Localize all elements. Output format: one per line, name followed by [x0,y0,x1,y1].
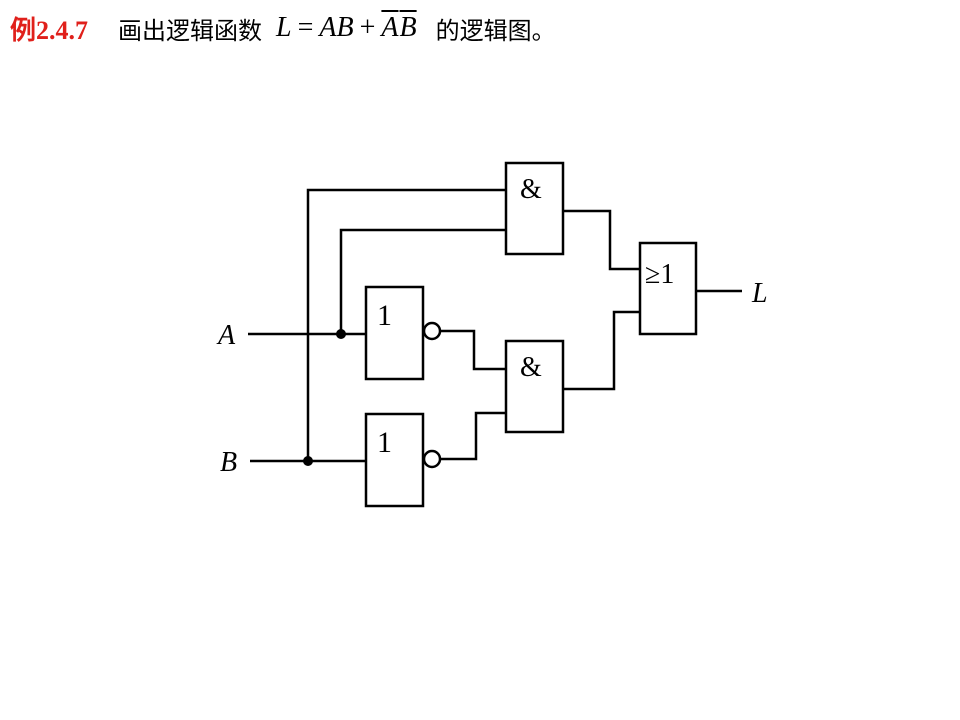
or-gate-symbol: ≥1 [645,259,674,290]
and-gate-top [504,161,565,256]
wire-b-to-and-top [306,188,506,461]
input-b-label: B [220,447,237,478]
not-gate-a-symbol: 1 [377,299,392,332]
not-b-bubble [422,449,442,469]
wire-not-b-to-and-bottom [440,411,506,461]
instruction-text: 画出逻辑函数 [118,16,263,45]
example-label: 例2.4.7 [10,15,89,45]
junction-a [336,329,346,339]
not-gate-b-symbol: 1 [377,426,392,459]
suffix-text: 的逻辑图。 [435,16,556,45]
formula-output: L [276,12,292,43]
formula-term1: AB [319,12,354,43]
not-a-bubble [422,321,442,341]
formula-equals: = [297,12,314,43]
header: 例2.4.7 画出逻辑函数 L = AB + A B 的逻辑图。 [10,8,556,48]
and-gate-top-symbol: & [520,174,542,205]
output-l-label: L [751,278,768,309]
wire-and-bottom-to-or [563,310,640,391]
formula-plus: + [359,12,376,43]
wire-not-a-to-and-bottom [440,329,506,371]
formula-term2-b-negated: B [399,12,417,43]
formula-term2-a-negated: A [381,12,399,43]
input-a-label: A [216,320,236,351]
not-gate-b [364,412,425,508]
wire-a-to-and-top [339,228,506,334]
or-gate [638,241,698,336]
and-gate-bottom-symbol: & [520,352,542,383]
wire-and-top-to-or [563,209,640,271]
not-gate-a [364,285,425,381]
junction-b [303,456,313,466]
formula: L = AB + A B [276,12,418,44]
and-gate-bottom [504,339,565,434]
